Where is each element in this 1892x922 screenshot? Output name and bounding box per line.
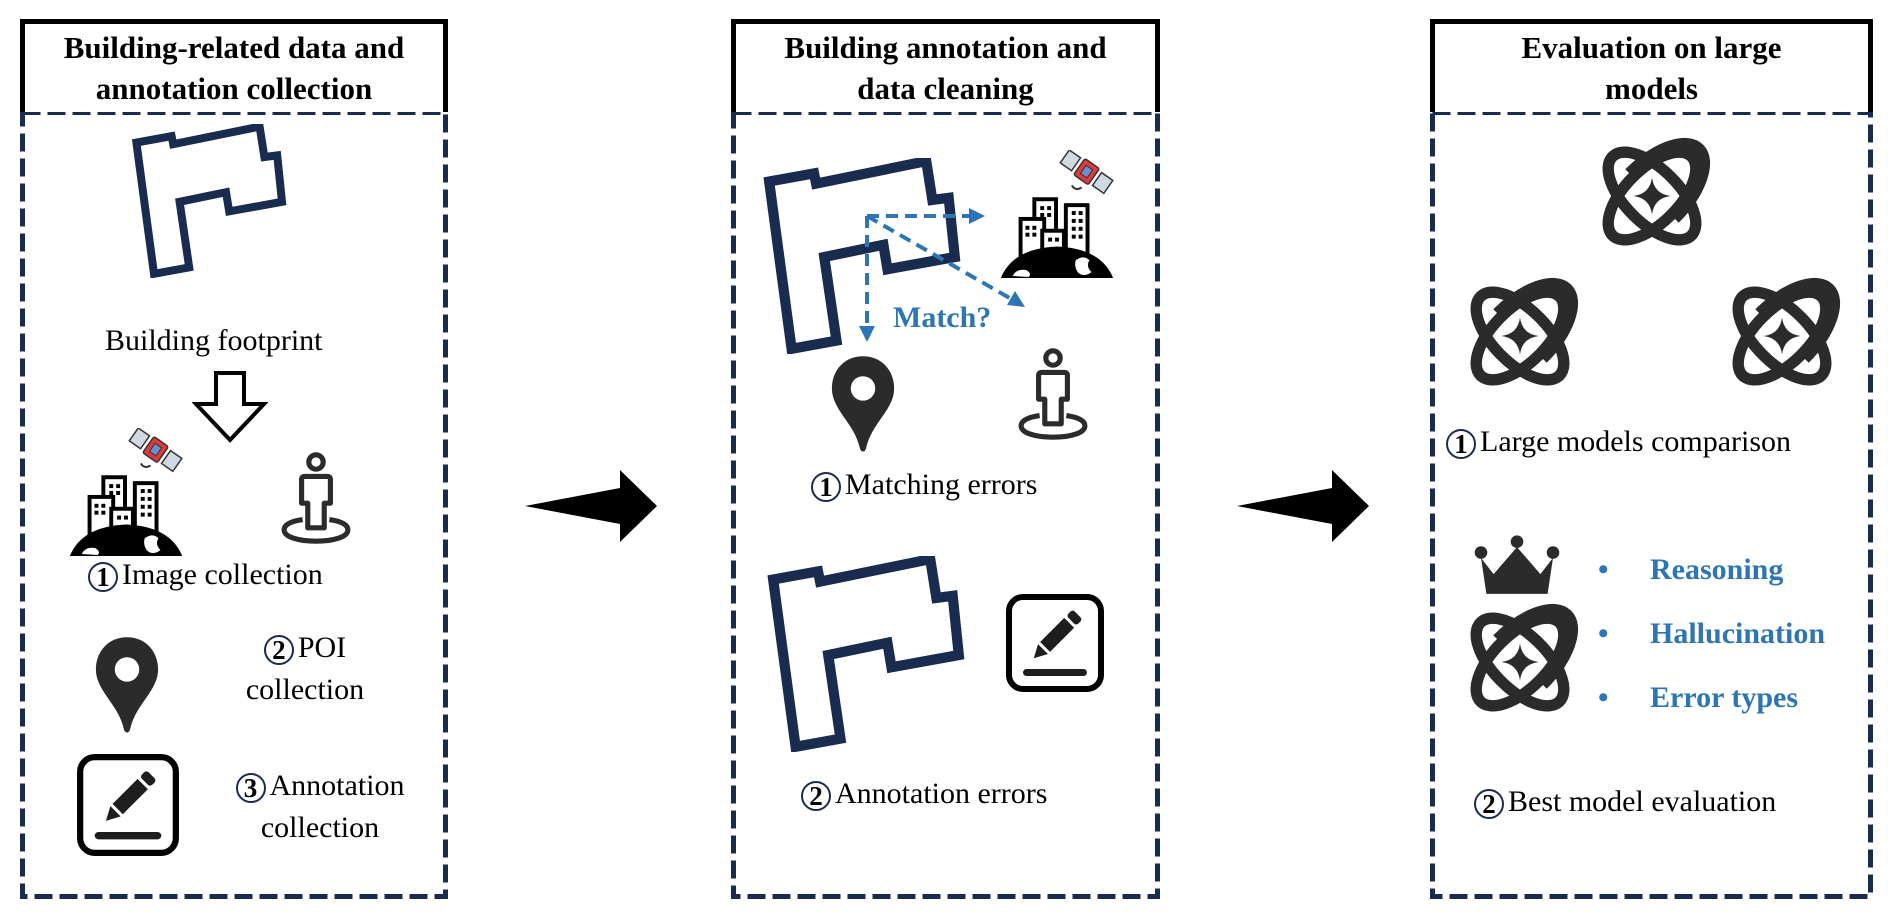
panel-title: Building-related data and annotation col… [20, 19, 448, 112]
number-badge: 1 [1446, 429, 1476, 459]
number-badge: 2 [263, 635, 294, 665]
flow-arrow-icon [1237, 470, 1369, 542]
building-footprint-icon [765, 556, 969, 752]
list-item: •Reasoning [1598, 553, 1784, 586]
street-view-person-icon [280, 450, 352, 546]
number-badge: 2 [801, 781, 831, 811]
map-pin-icon [93, 635, 161, 735]
dashed-border [20, 110, 448, 899]
match-label: Match? [893, 301, 992, 334]
number-badge: 1 [811, 472, 841, 502]
dashed-border [1430, 110, 1873, 899]
panel-data-collection: Building-related data and annotation col… [20, 19, 448, 899]
number-badge: 3 [235, 773, 266, 803]
edit-annotation-icon [76, 753, 180, 857]
building-footprint-icon [130, 124, 290, 278]
panel-title: Evaluation on large models [1430, 19, 1873, 112]
flow-arrow-icon [525, 470, 657, 542]
footprint-label: Building footprint [105, 324, 323, 357]
panel-annotation-cleaning: Building annotation and data cleaning Ma… [731, 19, 1160, 899]
crown-icon [1472, 534, 1562, 598]
ai-model-icon [1590, 134, 1714, 258]
match-arrows [859, 208, 1025, 342]
city-satellite-icon [62, 428, 190, 556]
number-badge: 2 [1474, 789, 1504, 819]
evaluation-criteria-list: •Reasoning •Hallucination •Error types [1598, 538, 1825, 730]
number-badge: 1 [88, 562, 118, 592]
list-item: •Hallucination [1598, 617, 1826, 650]
dashed-border [731, 110, 1160, 899]
ai-model-icon [1720, 274, 1844, 398]
down-arrow-icon [192, 371, 268, 443]
list-item: •Error types [1598, 681, 1799, 714]
panel-title: Building annotation and data cleaning [731, 19, 1160, 112]
map-pin-icon [829, 354, 897, 454]
ai-model-icon [1458, 274, 1582, 398]
street-view-person-icon [1017, 346, 1089, 442]
city-satellite-icon [993, 150, 1121, 278]
ai-model-icon [1458, 600, 1582, 724]
edit-annotation-icon [1005, 593, 1105, 693]
